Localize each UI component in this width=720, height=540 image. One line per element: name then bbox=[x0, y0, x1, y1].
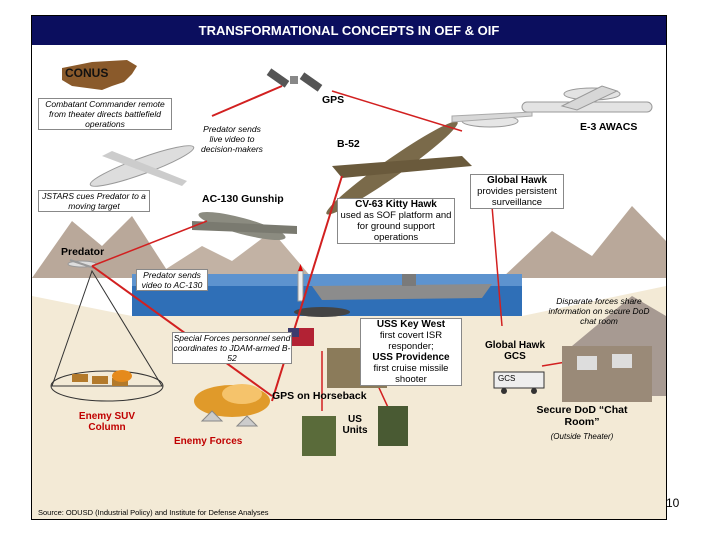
sensor-footprint bbox=[50, 370, 164, 402]
predator-sensor-cone bbox=[51, 269, 163, 387]
enemy-suv-label: Enemy SUV Column bbox=[78, 411, 136, 433]
gcs-trailer bbox=[493, 371, 545, 389]
e3-awacs-label: E-3 AWACS bbox=[580, 121, 638, 133]
b52-label: B-52 bbox=[337, 138, 360, 150]
us-units-label: US Units bbox=[342, 414, 368, 436]
page-title: TRANSFORMATIONAL CONCEPTS IN OEF & OIF bbox=[198, 23, 500, 38]
secure-dod-label: Secure DoD “Chat Room” bbox=[536, 404, 628, 428]
gps-horseback-label: GPS on Horseback bbox=[272, 390, 367, 402]
gps-satellite bbox=[266, 68, 323, 92]
uss-key-west-label: USS Key West bbox=[376, 319, 446, 330]
submarine-box: USS Key West first covert ISR responder;… bbox=[360, 318, 462, 386]
global-hawk-box: Global Hawk provides persistent surveill… bbox=[470, 174, 564, 209]
source-note: Source: ODUSD (Industrial Policy) and In… bbox=[38, 508, 269, 517]
uss-providence-label: USS Providence bbox=[372, 352, 450, 363]
suv-column bbox=[72, 370, 132, 386]
jstars-aircraft bbox=[89, 145, 195, 187]
disparate-forces-note: Disparate forces share information on se… bbox=[548, 296, 650, 326]
page-number: 10 bbox=[666, 496, 680, 510]
cruise-missile bbox=[297, 264, 304, 302]
awacs-aircraft bbox=[521, 85, 653, 113]
ac130-label: AC-130 Gunship bbox=[202, 193, 284, 205]
providence-desc: first cruise missile shooter bbox=[373, 363, 449, 385]
cv63-desc: used as SOF platform and for ground supp… bbox=[340, 210, 452, 243]
conus-label: CONUS bbox=[65, 66, 109, 80]
special-forces-note: Special Forces personnel send coordinate… bbox=[172, 332, 292, 364]
mountain-right bbox=[502, 206, 666, 278]
mountain-center bbox=[152, 231, 312, 278]
mountain-left bbox=[32, 216, 172, 278]
link-gps-predator bbox=[211, 85, 283, 117]
global-hawk-label: Global Hawk bbox=[486, 175, 547, 186]
combatant-commander-note: Combatant Commander remote from theater … bbox=[38, 98, 172, 130]
outside-theater-label: (Outside Theater) bbox=[550, 432, 614, 441]
us-units-photo bbox=[302, 416, 336, 456]
submarine bbox=[294, 307, 350, 317]
aircraft-carrier bbox=[312, 274, 492, 300]
us-units-photo-2 bbox=[378, 406, 408, 446]
usa-map bbox=[62, 60, 137, 90]
chat-room-photo bbox=[562, 346, 652, 402]
gcs-tag: GCS bbox=[498, 374, 516, 383]
ac130-aircraft bbox=[192, 212, 297, 240]
cv63-box: CV-63 Kitty Hawk used as SOF platform an… bbox=[337, 198, 455, 244]
key-west-desc: first covert ISR responder; bbox=[379, 330, 443, 352]
sea-highlight bbox=[132, 274, 522, 286]
jstars-note: JSTARS cues Predator to a moving target bbox=[38, 190, 150, 212]
link-gh-gcs bbox=[491, 205, 503, 327]
link-b52-gps bbox=[331, 90, 463, 132]
global-hawk-desc: provides persistent surveillance bbox=[477, 186, 557, 208]
global-hawk-aircraft bbox=[451, 111, 533, 128]
cv63-label: CV-63 Kitty Hawk bbox=[355, 199, 437, 210]
b52-aircraft bbox=[326, 121, 472, 215]
enemy-forces-explosion bbox=[194, 384, 270, 427]
predator-ac130-note: Predator sends video to AC-130 bbox=[136, 269, 208, 291]
link-predator-enemy bbox=[91, 265, 273, 397]
diagram-frame: TRANSFORMATIONAL CONCEPTS IN OEF & OIF C… bbox=[31, 15, 667, 520]
predator-live-video-note: Predator sends live video to decision-ma… bbox=[201, 124, 263, 154]
title-bar: TRANSFORMATIONAL CONCEPTS IN OEF & OIF bbox=[32, 16, 666, 45]
gps-label: GPS bbox=[322, 94, 345, 106]
scenery bbox=[32, 60, 666, 519]
enemy-forces-label: Enemy Forces bbox=[174, 436, 243, 447]
predator-label: Predator bbox=[61, 246, 105, 258]
link-predator-ac130 bbox=[91, 220, 208, 267]
global-hawk-gcs-label: Global Hawk GCS bbox=[484, 340, 545, 362]
